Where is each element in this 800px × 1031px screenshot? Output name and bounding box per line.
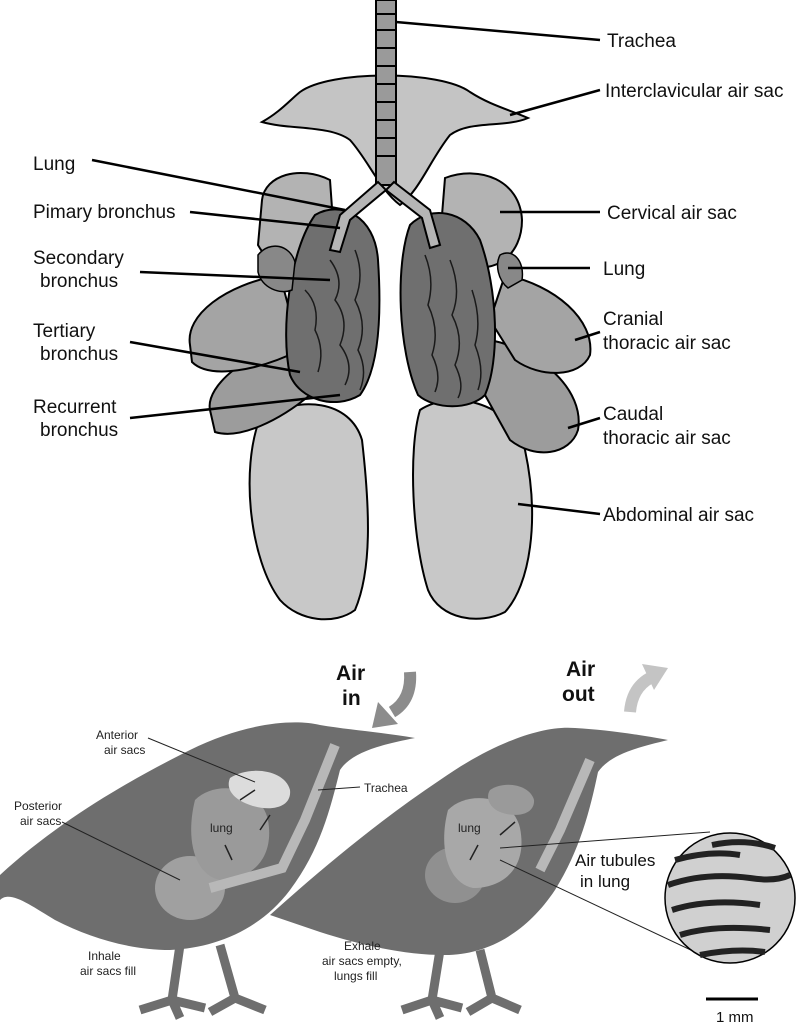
abdominal-air-sac-left <box>250 404 368 619</box>
label-inhale-line2: air sacs fill <box>80 964 136 978</box>
air-out-label-line2: out <box>562 683 595 706</box>
air-in-label-line1: Air <box>336 662 365 685</box>
label-cervical-air-sac: Cervical air sac <box>607 203 737 224</box>
label-air-tubules-line2: in lung <box>580 872 630 891</box>
label-lung-inhale: lung <box>210 821 233 835</box>
label-interclavicular-air-sac: Interclavicular air sac <box>605 81 783 102</box>
air-out-label-line1: Air <box>566 658 595 681</box>
label-trachea-bird: Trachea <box>364 781 408 795</box>
label-anterior-air-sacs-line1: Anterior <box>96 728 138 742</box>
label-scale: 1 mm <box>716 1009 754 1026</box>
label-recurrent-bronchus-line2: bronchus <box>40 420 118 441</box>
air-in-label-line2: in <box>342 687 361 710</box>
label-primary-bronchus: Pimary bronchus <box>33 202 176 223</box>
air-out-arrow <box>630 664 668 712</box>
label-secondary-bronchus-line2: bronchus <box>40 271 118 292</box>
label-cranial-thoracic-line1: Cranial <box>603 309 663 330</box>
label-tertiary-bronchus-line2: bronchus <box>40 344 118 365</box>
label-secondary-bronchus-line1: Secondary <box>33 248 124 269</box>
label-lung-right: Lung <box>603 259 645 280</box>
label-exhale-line2: air sacs empty, <box>322 954 402 968</box>
label-lung-exhale: lung <box>458 821 481 835</box>
label-inhale-line1: Inhale <box>88 949 121 963</box>
label-caudal-thoracic-line2: thoracic air sac <box>603 428 731 449</box>
label-posterior-air-sacs-line2: air sacs <box>20 814 61 828</box>
label-exhale-line1: Exhale <box>344 939 381 953</box>
label-exhale-line3: lungs fill <box>334 969 377 983</box>
label-air-tubules-line1: Air tubules <box>575 851 655 870</box>
label-posterior-air-sacs-line1: Posterior <box>14 799 62 813</box>
label-anterior-air-sacs-line2: air sacs <box>104 743 145 757</box>
label-lung-left: Lung <box>33 154 75 175</box>
label-abdominal-air-sac: Abdominal air sac <box>603 505 754 526</box>
label-cranial-thoracic-line2: thoracic air sac <box>603 333 731 354</box>
label-recurrent-bronchus-line1: Recurrent <box>33 397 117 418</box>
air-in-arrow <box>372 672 410 728</box>
label-trachea: Trachea <box>607 31 676 52</box>
air-sac-anatomy <box>190 0 591 619</box>
label-caudal-thoracic-line1: Caudal <box>603 404 663 425</box>
bird-inhale-legs <box>140 945 265 1018</box>
bird-exhale-legs <box>402 950 520 1018</box>
label-tertiary-bronchus-line1: Tertiary <box>33 321 96 342</box>
